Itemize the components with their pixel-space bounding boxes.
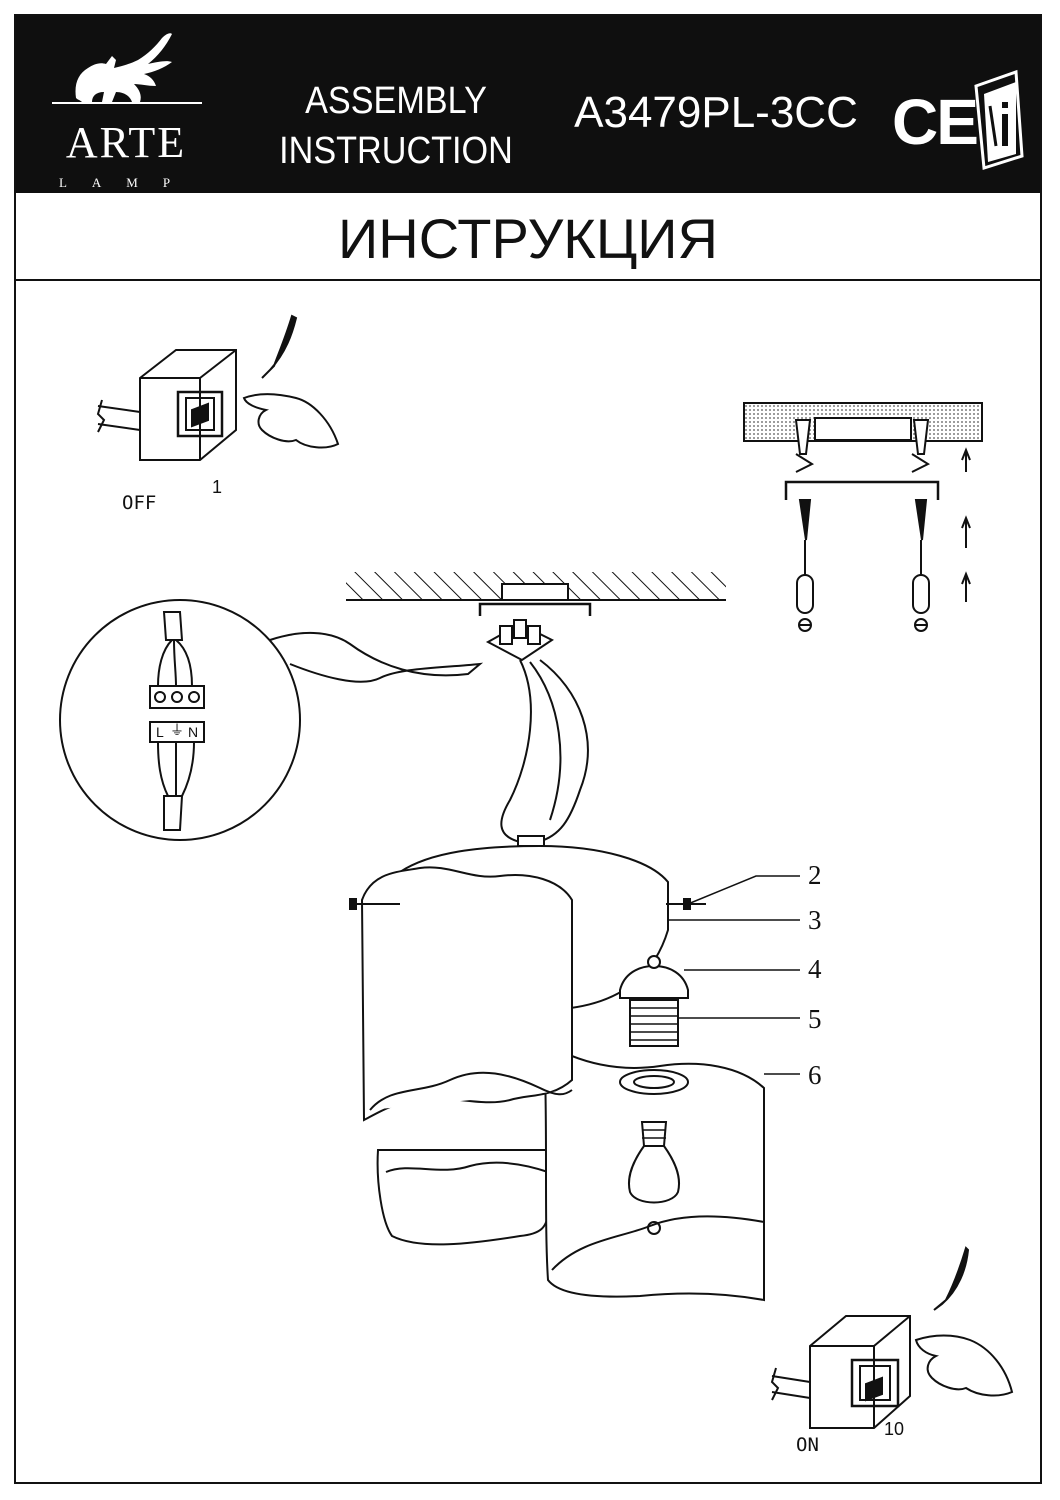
wiring-magnifier <box>59 599 484 841</box>
manual-info-icon <box>974 69 1024 170</box>
step-number-on: 10 <box>884 1419 905 1439</box>
callout-3: 3 <box>808 905 822 935</box>
socket-assembly <box>619 955 689 1235</box>
page-title: ИНСТРУКЦИЯ <box>338 207 718 270</box>
callout-4: 4 <box>808 954 822 984</box>
ceiling-section <box>346 572 726 616</box>
assembly-line-1: ASSEMBLY <box>305 80 487 122</box>
lamp-body <box>360 844 765 1302</box>
on-label: ON <box>796 1434 819 1456</box>
terminal-label-n: N <box>188 724 199 740</box>
page-border <box>14 14 1042 1484</box>
assembly-heading: ASSEMBLY INSTRUCTION <box>261 76 531 176</box>
griffin-logo-icon <box>52 33 202 104</box>
ce-mark-icon: CE <box>892 86 979 158</box>
terminal-block <box>485 619 589 847</box>
ground-symbol-icon: ⏚ <box>170 722 184 738</box>
callout-6: 6 <box>808 1060 822 1090</box>
brand-subtitle: LAMP <box>58 175 196 190</box>
switch-on-illustration <box>770 1246 1014 1429</box>
ceiling-mount-detail <box>743 402 983 632</box>
terminal-label-l: L <box>156 724 164 740</box>
header-band: ARTE LAMP ASSEMBLY INSTRUCTION A3479PL-3… <box>16 16 1040 193</box>
screws <box>349 898 706 910</box>
callout-5: 5 <box>808 1004 822 1034</box>
step-number-off: 1 <box>212 477 223 497</box>
brand-name: ARTE <box>65 118 187 167</box>
assembly-line-2: INSTRUCTION <box>279 130 513 172</box>
switch-off-illustration <box>96 314 340 461</box>
callout-leaders <box>668 875 800 1075</box>
model-number: A3479PL-3CC <box>574 88 858 137</box>
title-band: ИНСТРУКЦИЯ <box>16 193 1040 281</box>
off-label: OFF <box>122 492 157 514</box>
callout-2: 2 <box>808 860 822 890</box>
